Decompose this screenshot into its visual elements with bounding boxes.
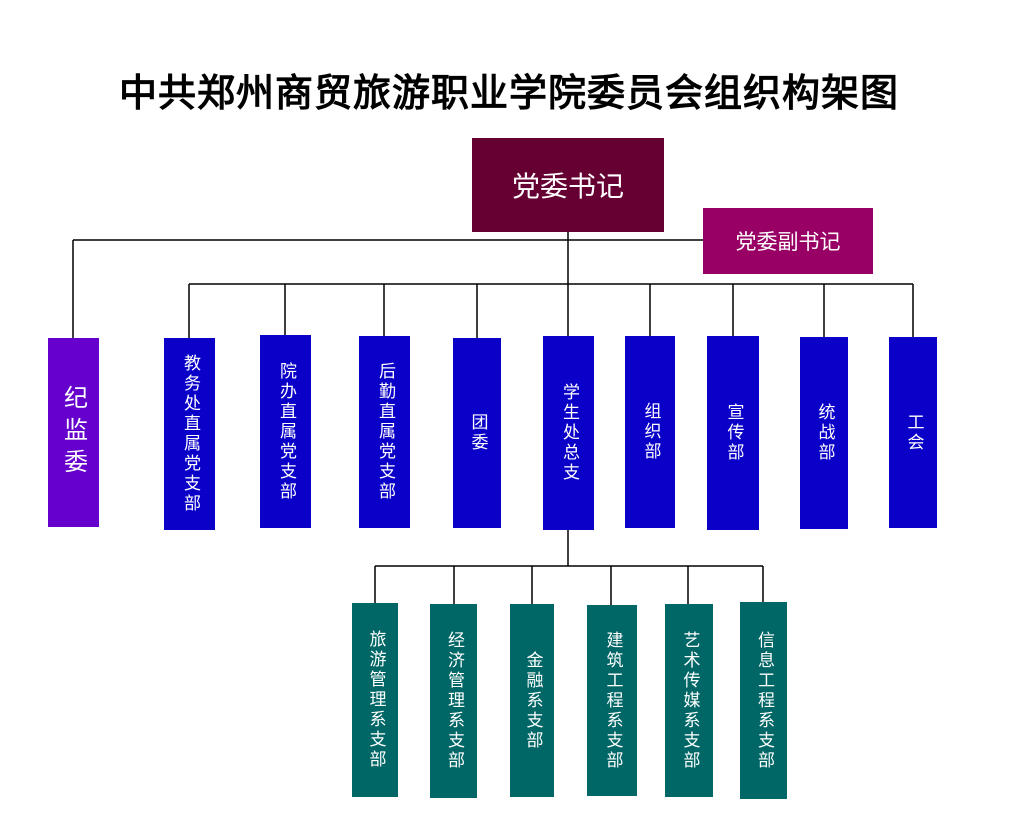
deputy-secretary-box: 党委副书记 (703, 208, 873, 274)
dept-box-united-front: 统战部 (800, 337, 848, 529)
branch-label: 建筑工程系支部 (602, 630, 623, 771)
discipline-committee-label: 纪监委 (59, 384, 88, 481)
party-secretary-box: 党委书记 (472, 138, 664, 232)
branch-label: 旅游管理系支部 (365, 630, 386, 770)
branch-box-tourism: 旅游管理系支部 (352, 603, 398, 797)
discipline-committee-box: 纪监委 (48, 338, 99, 527)
chart-title: 中共郑州商贸旅游职业学院委员会组织构架图 (118, 71, 899, 115)
deputy-secretary-label: 党委副书记 (735, 230, 841, 254)
dept-label: 后勤直属党支部 (375, 362, 395, 502)
dept-label: 统战部 (814, 403, 835, 463)
branch-box-finance: 金融系支部 (510, 604, 554, 797)
dept-box-office: 院办直属党支部 (260, 335, 311, 528)
branch-label: 信息工程系支部 (754, 630, 774, 771)
branch-label: 经济管理系支部 (444, 631, 464, 771)
dept-label: 工会 (903, 412, 924, 453)
dept-label: 教务处直属党支部 (180, 354, 200, 514)
dept-label: 学生处总支 (559, 383, 579, 483)
dept-box-organization: 组织部 (625, 336, 675, 528)
branch-box-construction: 建筑工程系支部 (587, 605, 637, 796)
branch-box-info-engineering: 信息工程系支部 (740, 602, 787, 799)
branch-label: 金融系支部 (522, 650, 543, 751)
dept-box-logistics: 后勤直属党支部 (359, 336, 410, 528)
branch-box-arts-media: 艺术传媒系支部 (665, 604, 713, 797)
party-secretary-label: 党委书记 (511, 170, 624, 203)
branch-box-economics: 经济管理系支部 (430, 604, 477, 798)
dept-label: 院办直属党支部 (276, 361, 296, 502)
dept-box-student-affairs: 学生处总支 (543, 336, 594, 530)
branch-label: 艺术传媒系支部 (679, 630, 700, 771)
dept-label: 组织部 (640, 402, 661, 462)
dept-box-publicity: 宣传部 (707, 336, 759, 530)
dept-box-youth-league: 团委 (453, 338, 501, 528)
dept-label: 宣传部 (723, 403, 744, 463)
dept-box-union: 工会 (889, 337, 937, 528)
dept-label: 团委 (467, 413, 488, 453)
dept-box-academic-affairs: 教务处直属党支部 (164, 338, 215, 530)
